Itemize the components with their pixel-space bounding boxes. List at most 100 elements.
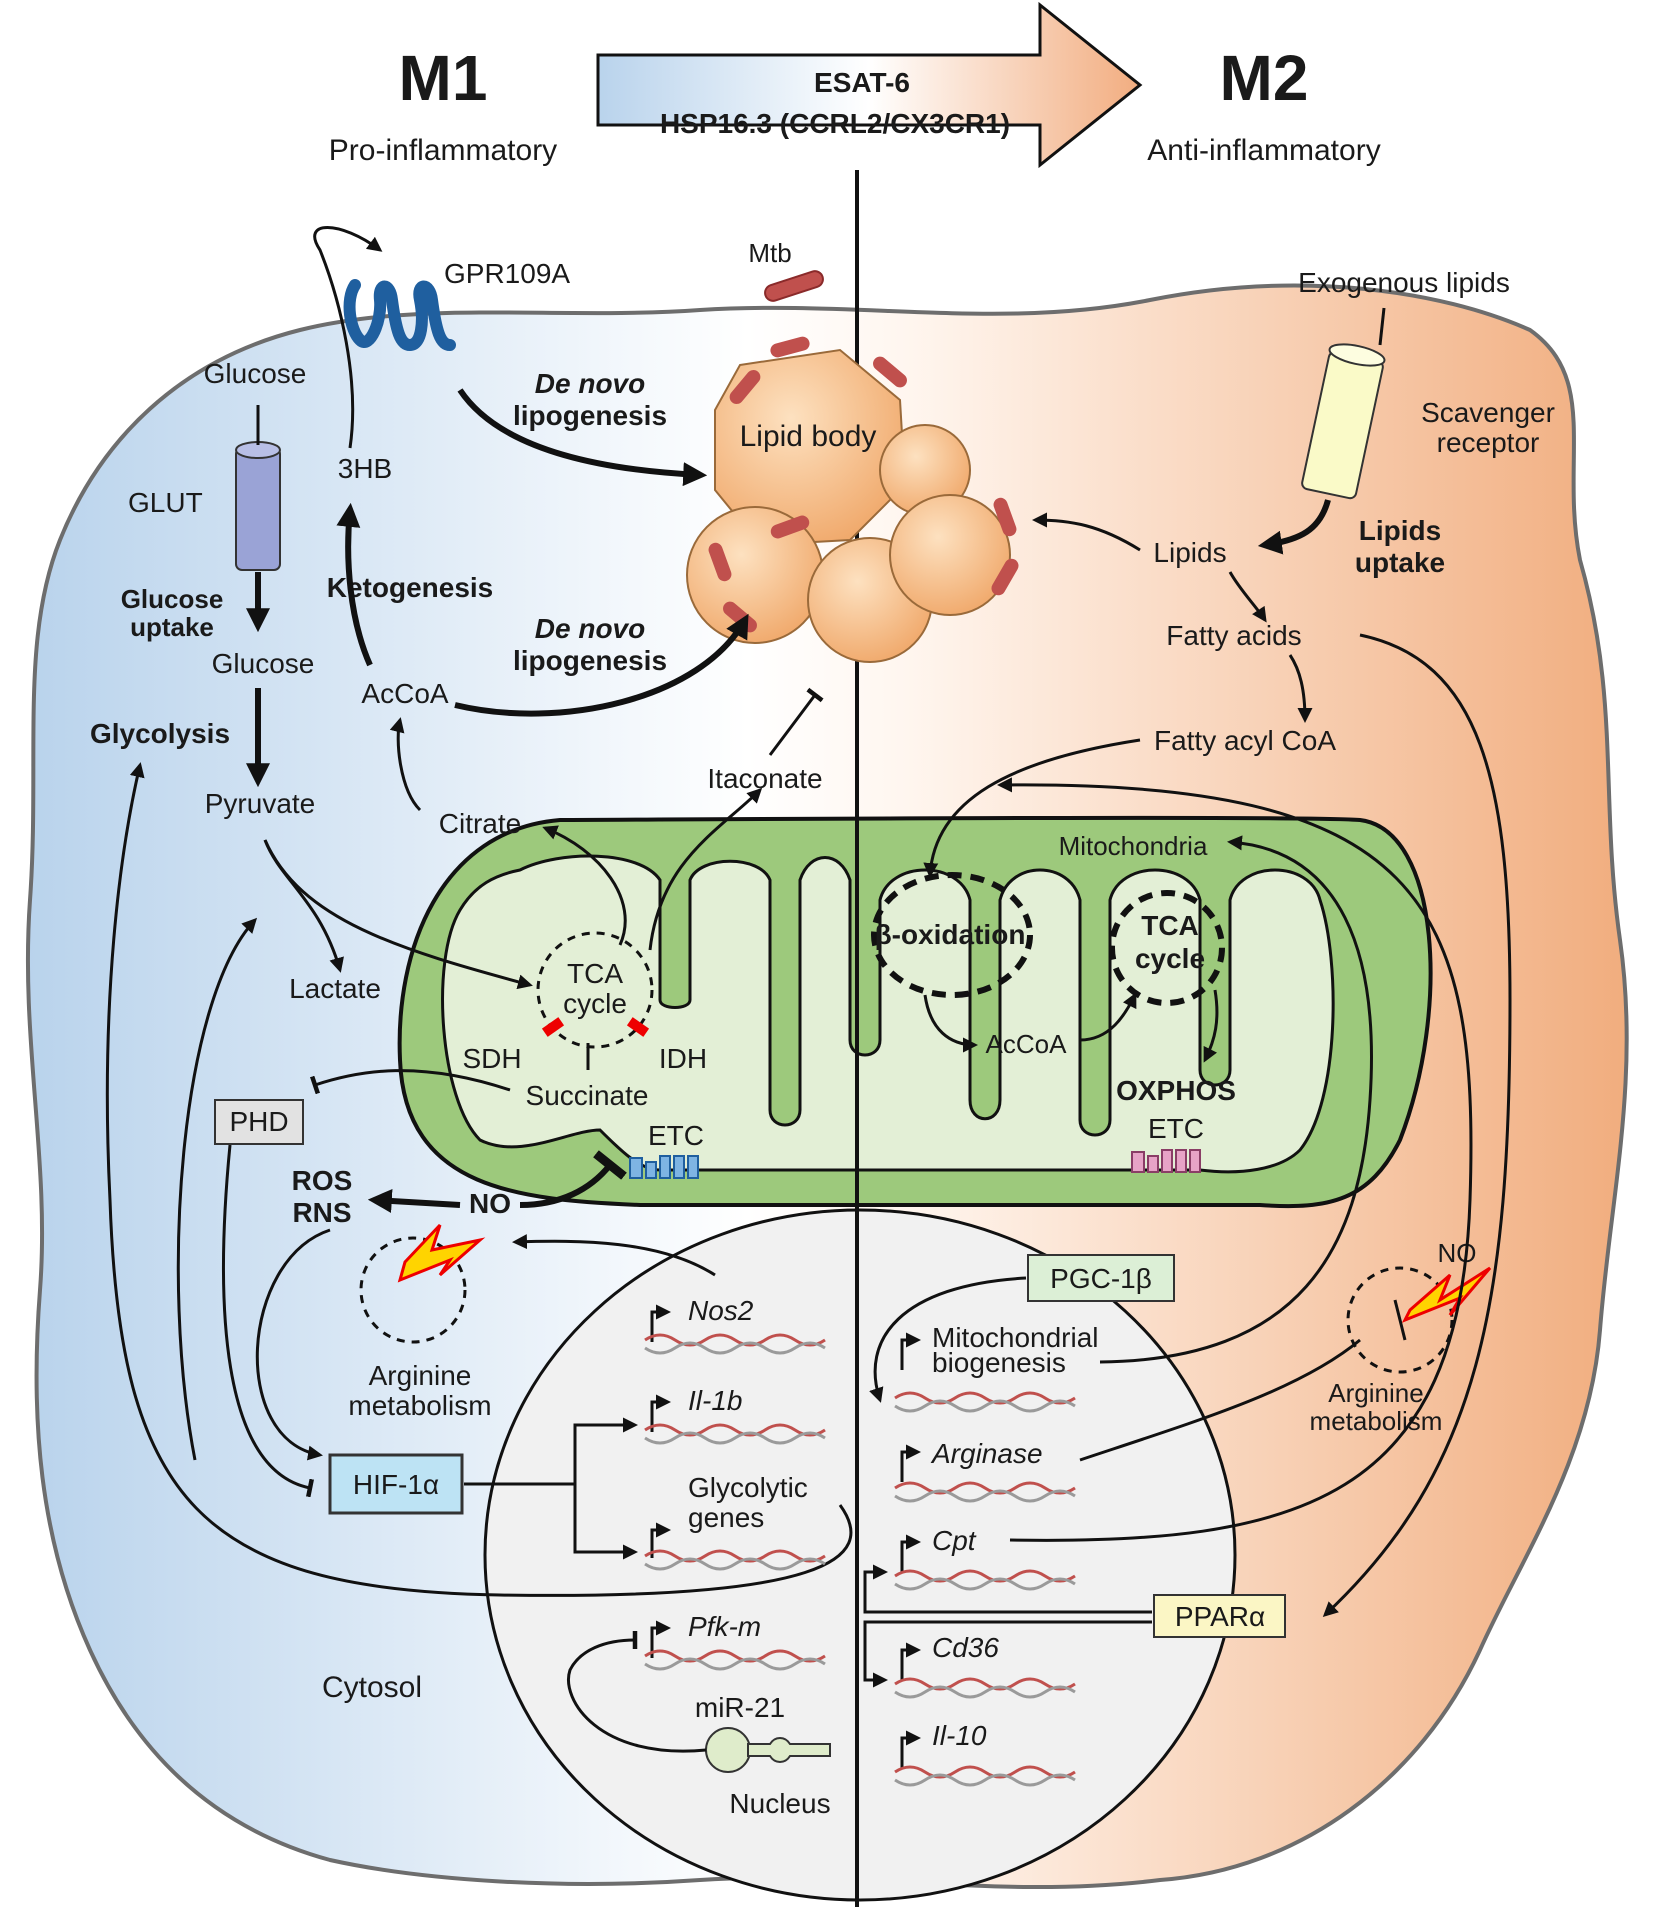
hif1a-box: [328, 1453, 464, 1515]
mtb-bacterium: [764, 270, 824, 302]
fatty-acyl-coa-label: Fatty acyl CoA: [1154, 725, 1336, 756]
accoa-m2-label: AcCoA: [986, 1029, 1068, 1059]
cpt-label: Cpt: [932, 1525, 977, 1556]
dnl-bottom-label-2: lipogenesis: [513, 645, 667, 676]
itaconate-label: Itaconate: [707, 763, 822, 794]
phd-box: [214, 1099, 304, 1145]
mir21-hairpin-icon: [705, 1727, 831, 1773]
dnl-top-label-1: De novo: [535, 368, 645, 399]
etc-m1-label: ETC: [648, 1120, 704, 1151]
glycolytic-label-2: genes: [688, 1502, 764, 1533]
exogenous-lipids-label: Exogenous lipids: [1298, 267, 1510, 298]
il10-label: Il-10: [932, 1720, 987, 1751]
lipids-label: Lipids: [1153, 537, 1226, 568]
scavenger-label-1: Scavenger: [1421, 397, 1555, 428]
m2-title: M2: [1220, 42, 1309, 114]
glucose-outside-label: Glucose: [204, 358, 307, 389]
pgc1b-box: [1027, 1254, 1175, 1302]
ros-label: ROS: [292, 1165, 353, 1196]
lipids-uptake-label-1: Lipids: [1359, 515, 1441, 546]
gene-il1b: Il-1b: [644, 1385, 826, 1445]
lightning-m2-icon: [1401, 1266, 1492, 1323]
tca-m1-label-2: cycle: [563, 988, 627, 1019]
tca-m1-label-1: TCA: [567, 958, 623, 989]
polarization-arrow: [596, 1, 1143, 169]
succinate-label: Succinate: [526, 1080, 649, 1111]
arginine-m2-label-2: metabolism: [1310, 1406, 1443, 1436]
gene-glycolytic: Glycolytic genes: [644, 1472, 826, 1571]
beta-oxidation-label: β-oxidation: [875, 919, 1026, 950]
gene-mito-biogenesis: Mitochondrial biogenesis: [894, 1322, 1099, 1413]
nucleus: [483, 1208, 1237, 1902]
arginine-m1-label-2: metabolism: [348, 1390, 491, 1421]
etc-complex-m2-icon: [1131, 1149, 1201, 1173]
gene-arginase: Arginase: [894, 1438, 1076, 1503]
idh-label: IDH: [659, 1043, 707, 1074]
m1-title: M1: [399, 42, 488, 114]
scavenger-label-2: receptor: [1437, 427, 1540, 458]
tca-cycle-m1: [536, 931, 654, 1049]
glycolytic-label-1: Glycolytic: [688, 1472, 808, 1503]
il1b-label: Il-1b: [688, 1385, 742, 1416]
pgc1b-label: PGC-1β: [1050, 1263, 1152, 1294]
arginase-label: Arginase: [930, 1438, 1043, 1469]
arrow-label-1: ESAT-6: [814, 67, 910, 98]
mito-bio-label-2: biogenesis: [932, 1347, 1066, 1378]
phd-label: PHD: [229, 1106, 288, 1137]
arginine-m2-label-1: Arginine: [1328, 1378, 1423, 1408]
m2-subtitle: Anti-inflammatory: [1147, 134, 1380, 167]
no-m2-label: NO: [1438, 1238, 1477, 1268]
accoa-m1-label: AcCoA: [361, 678, 448, 709]
m1-subtitle: Pro-inflammatory: [329, 134, 557, 167]
gene-pfkm: Pfk-m: [644, 1611, 826, 1671]
mito-bio-label-1: Mitochondrial: [932, 1322, 1099, 1353]
glut-transporter-icon: [235, 447, 281, 571]
nos2-label: Nos2: [688, 1295, 754, 1326]
arginine-m1-label-1: Arginine: [369, 1360, 472, 1391]
fatty-acids-label: Fatty acids: [1166, 620, 1301, 651]
dnl-bottom-label-1: De novo: [535, 613, 645, 644]
arginine-metabolism-m1: [359, 1236, 467, 1344]
mitochondria-label: Mitochondria: [1059, 831, 1208, 861]
beta-oxidation-m2: [871, 872, 1033, 998]
pfkm-label: Pfk-m: [688, 1611, 761, 1642]
tca-cycle-m2: [1109, 890, 1225, 1006]
scavenger-receptor-icon: [1301, 343, 1386, 500]
lactate-label: Lactate: [289, 973, 381, 1004]
glucose-inside-label: Glucose: [212, 648, 315, 679]
cd36-label: Cd36: [932, 1632, 999, 1663]
gpr109a-receptor-icon: [343, 279, 456, 352]
gene-cd36: Cd36: [894, 1632, 1076, 1699]
lipid-body-cluster: [686, 336, 1019, 663]
tca-m2-label-1: TCA: [1141, 910, 1199, 941]
3hb-label: 3HB: [338, 453, 392, 484]
dnl-top-label-2: lipogenesis: [513, 400, 667, 431]
rns-label: RNS: [292, 1197, 351, 1228]
nucleus-label: Nucleus: [729, 1788, 830, 1819]
gpr109a-label: GPR109A: [444, 258, 570, 289]
no-m1-label: NO: [469, 1188, 511, 1219]
cytosol-label: Cytosol: [322, 1671, 422, 1704]
lightning-m1-icon: [397, 1223, 486, 1283]
ppara-box: [1153, 1594, 1286, 1638]
etc-m2-label: ETC: [1148, 1113, 1204, 1144]
mtb-label: Mtb: [748, 238, 791, 268]
pyruvate-label: Pyruvate: [205, 788, 316, 819]
arrow-label-2: HSP16.3 (CCRL2/CX3CR1): [660, 108, 1010, 139]
etc-complex-m1-icon: [629, 1155, 699, 1179]
glucose-uptake-label-2: uptake: [130, 612, 214, 642]
lipids-uptake-label-2: uptake: [1355, 547, 1445, 578]
sdh-label: SDH: [462, 1043, 521, 1074]
gene-nos2: Nos2: [644, 1295, 826, 1355]
gene-cpt: Cpt: [894, 1525, 1076, 1591]
glut-label: GLUT: [128, 487, 203, 518]
mir21-label: miR-21: [695, 1692, 785, 1723]
lipid-body-label: Lipid body: [740, 420, 877, 453]
glucose-uptake-label-1: Glucose: [121, 584, 224, 614]
citrate-label: Citrate: [439, 808, 521, 839]
hif1a-label: HIF-1α: [353, 1469, 439, 1500]
oxphos-label: OXPHOS: [1116, 1075, 1236, 1106]
glycolysis-label: Glycolysis: [90, 718, 230, 749]
gene-il10: Il-10: [894, 1720, 1076, 1787]
